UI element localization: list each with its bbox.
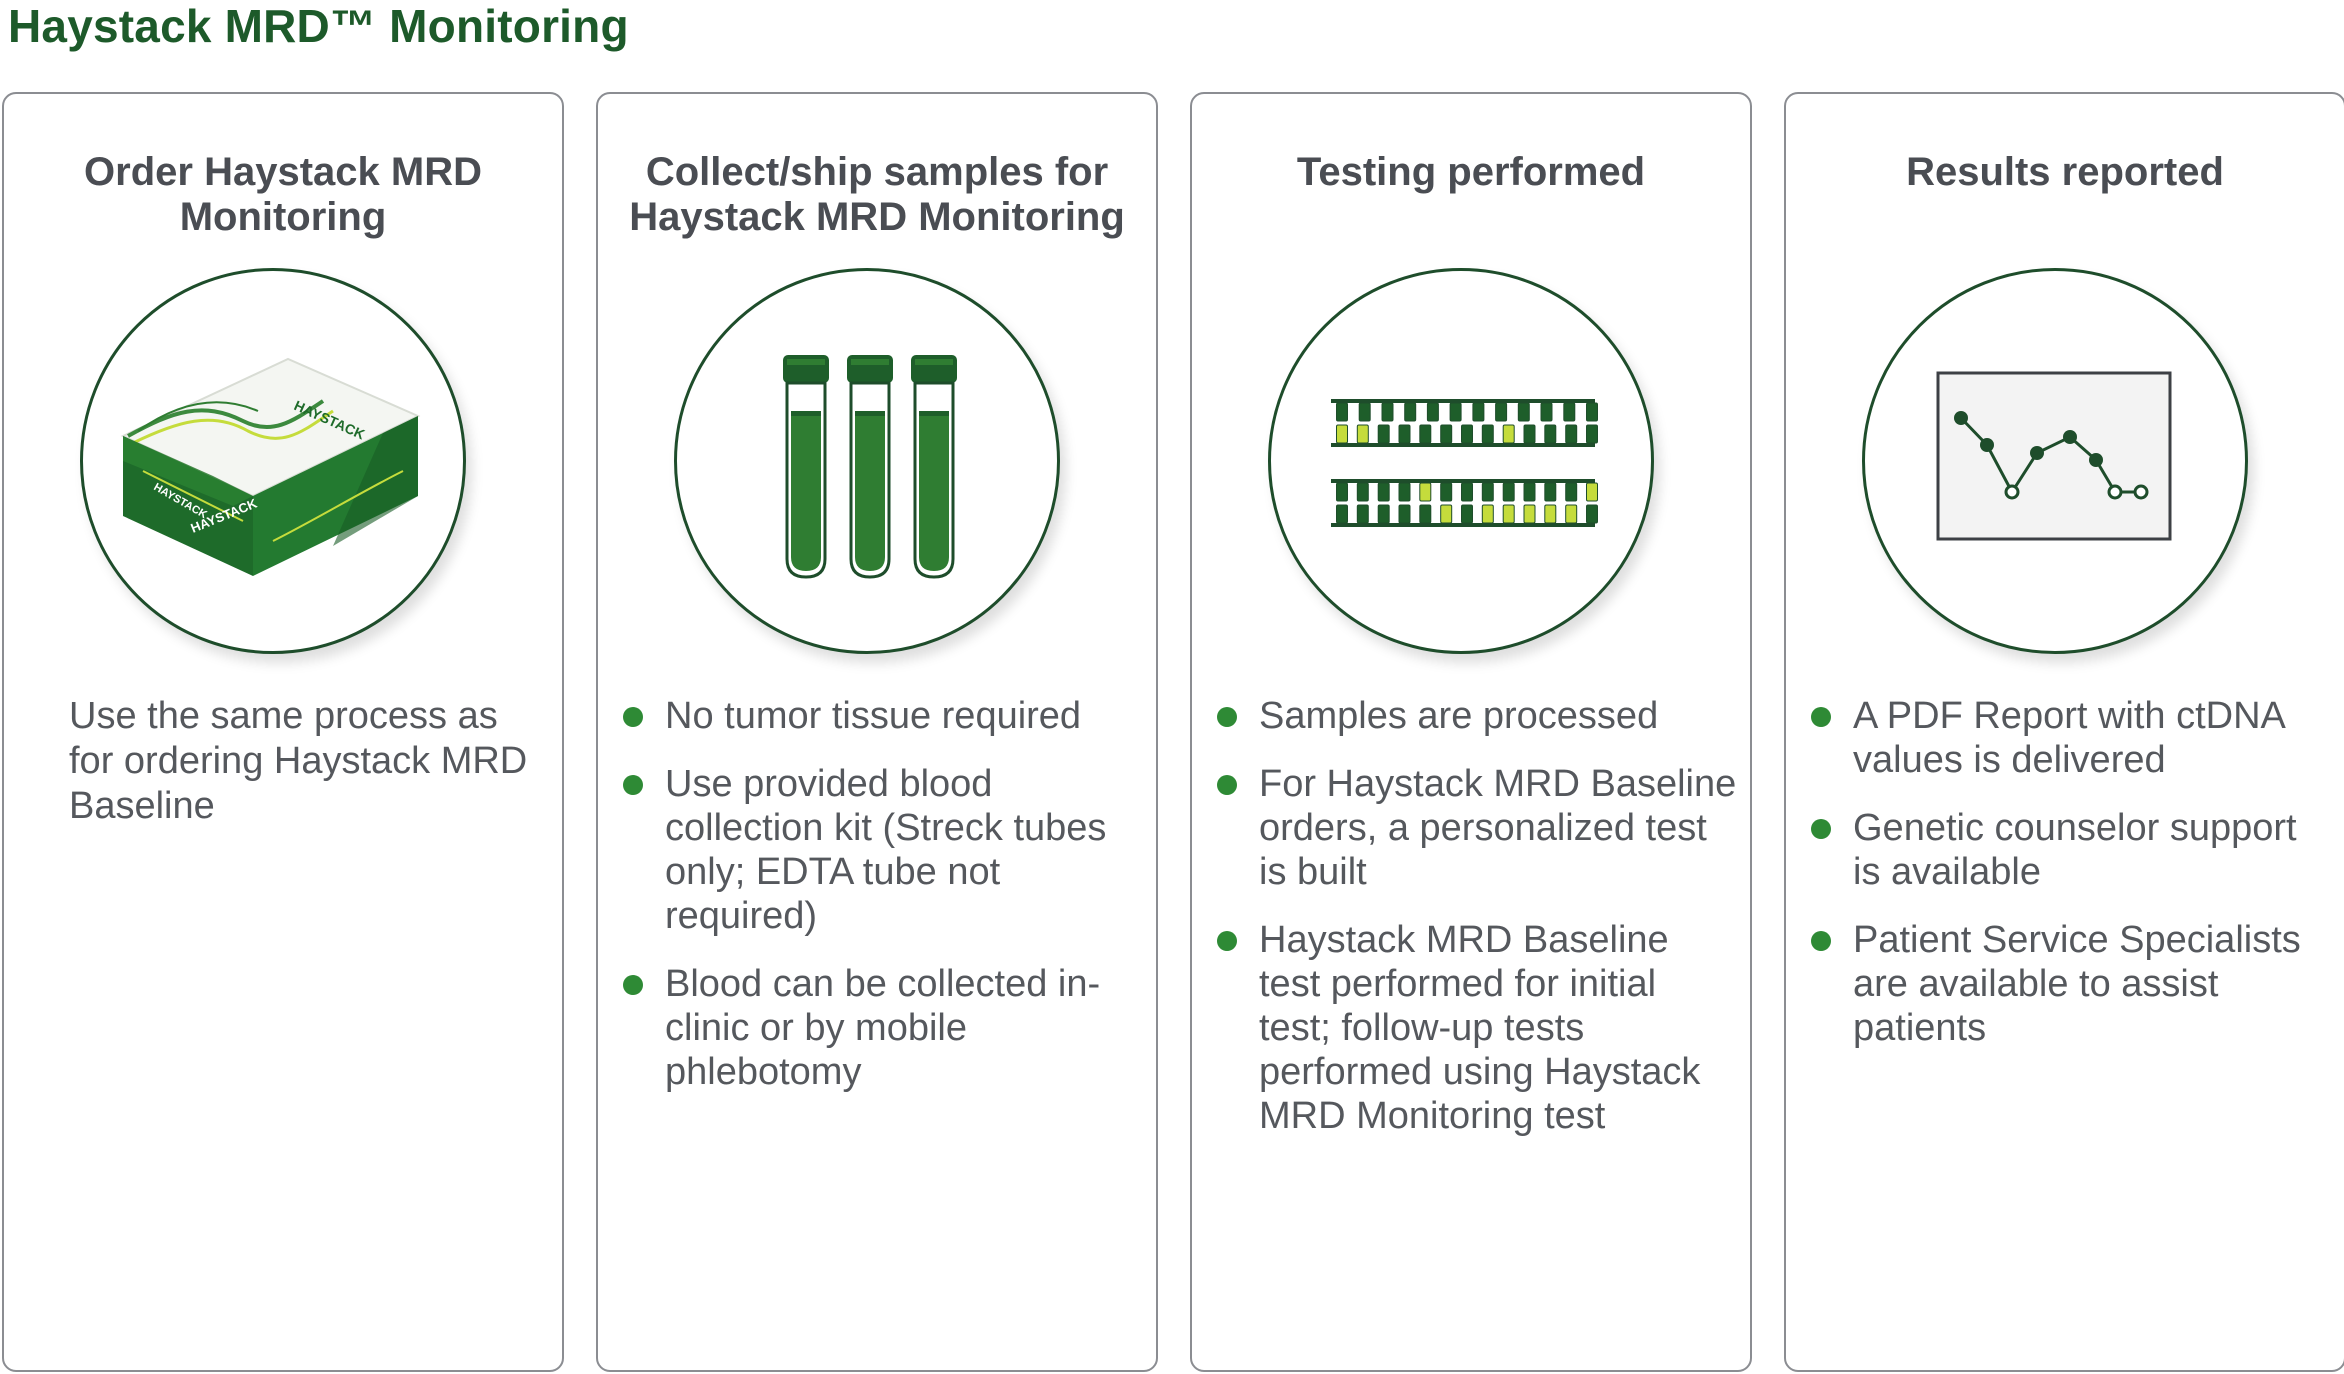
blood-tubes-icon: [783, 355, 957, 579]
base-pair-bar: [1356, 482, 1369, 502]
bullet-icon: [623, 975, 643, 995]
list-item: Genetic counselor support is available: [1811, 806, 2331, 894]
base-pair-bar: [1481, 504, 1494, 524]
base-pair-bar: [1523, 504, 1536, 524]
list-item: No tumor tissue required: [623, 694, 1143, 738]
base-pair-bar: [1472, 402, 1485, 422]
list-item: A PDF Report with ctDNA values is delive…: [1811, 694, 2331, 782]
bullet-icon: [623, 707, 643, 727]
base-pair-bar: [1502, 504, 1515, 524]
bullet-icon: [1217, 707, 1237, 727]
base-pair-bar: [1523, 424, 1536, 444]
base-pair-bar: [1586, 504, 1598, 524]
base-pair-bar: [1481, 482, 1494, 502]
base-pair-bar: [1336, 402, 1348, 422]
test-kit-box-icon: HAYSTACK HAYSTACK HAYSTACK: [120, 357, 421, 576]
base-pair-bar: [1440, 482, 1453, 502]
base-pair-bar: [1540, 402, 1553, 422]
base-pair-bar: [1502, 424, 1515, 444]
line-chart-report-icon: [1936, 371, 2172, 541]
step-card-order: Order Haystack MRD Monitoring: [2, 92, 564, 1372]
base-pair-bar: [1419, 424, 1432, 444]
base-pair-bar: [1336, 424, 1348, 444]
bullet-icon: [1217, 931, 1237, 951]
base-pair-bar: [1419, 482, 1432, 502]
dna-sequence-icon: [1331, 399, 1598, 527]
base-pair-bar: [1565, 504, 1578, 524]
step-card-results: Results reported A PDF Report with ctDNA…: [1784, 92, 2344, 1372]
base-pair-bar: [1440, 424, 1453, 444]
step-title: Collect/ship samples for Haystack MRD Mo…: [629, 150, 1125, 239]
base-pair-bar: [1563, 402, 1576, 422]
base-pair-bar: [1461, 424, 1473, 444]
base-pair-bar: [1356, 424, 1369, 444]
base-pair-bar: [1586, 424, 1598, 444]
base-pair-bar: [1404, 402, 1417, 422]
bullet-icon: [1811, 707, 1831, 727]
base-pair-bar: [1336, 482, 1348, 502]
base-pair-bar: [1440, 504, 1453, 524]
list-item: For Haystack MRD Baseline orders, a pers…: [1217, 762, 1737, 894]
base-pair-bar: [1502, 482, 1515, 502]
base-pair-bar: [1398, 504, 1411, 524]
bullet-icon: [1811, 931, 1831, 951]
base-pair-bar: [1461, 504, 1473, 524]
base-pair-bar: [1377, 504, 1390, 524]
list-item: Patient Service Specialists are availabl…: [1811, 918, 2331, 1050]
bullet-icon: [623, 775, 643, 795]
step-icon-circle: [1268, 268, 1654, 654]
list-item: Haystack MRD Baseline test performed for…: [1217, 918, 1737, 1138]
base-pair-bar: [1356, 504, 1369, 524]
step-icon-circle: HAYSTACK HAYSTACK HAYSTACK: [80, 268, 466, 654]
base-pair-bar: [1495, 402, 1508, 422]
bullet-icon: [1217, 775, 1237, 795]
base-pair-bar: [1544, 504, 1557, 524]
step-title: Order Haystack MRD Monitoring: [84, 150, 482, 239]
step-bullet-list: Samples are processed For Haystack MRD B…: [1217, 694, 1737, 1162]
base-pair-bar: [1544, 424, 1557, 444]
base-pair-bar: [1377, 482, 1390, 502]
list-item: Blood can be collected in-clinic or by m…: [623, 962, 1143, 1094]
base-pair-bar: [1586, 482, 1598, 502]
base-pair-bar: [1481, 424, 1494, 444]
base-pair-bar: [1586, 402, 1598, 422]
base-pair-bar: [1426, 402, 1439, 422]
base-pair-bar: [1517, 402, 1530, 422]
base-pair-bar: [1358, 402, 1371, 422]
list-item: Use provided blood collection kit (Strec…: [623, 762, 1143, 938]
base-pair-bar: [1336, 504, 1348, 524]
step-card-collect: Collect/ship samples for Haystack MRD Mo…: [596, 92, 1158, 1372]
base-pair-bar: [1398, 424, 1411, 444]
base-pair-bar: [1419, 504, 1432, 524]
base-pair-bar: [1381, 402, 1394, 422]
step-description: Use the same process as for ordering Hay…: [69, 695, 528, 827]
step-bullet-list: No tumor tissue required Use provided bl…: [623, 694, 1143, 1118]
step-bullet-list: A PDF Report with ctDNA values is delive…: [1811, 694, 2331, 1074]
step-title: Results reported: [1906, 150, 2224, 194]
base-pair-bar: [1449, 402, 1462, 422]
step-card-testing: Testing performed Samples are processed …: [1190, 92, 1752, 1372]
step-icon-circle: [674, 268, 1060, 654]
bullet-icon: [1811, 819, 1831, 839]
list-item: Samples are processed: [1217, 694, 1737, 738]
base-pair-bar: [1565, 482, 1578, 502]
base-pair-bar: [1565, 424, 1578, 444]
step-icon-circle: [1862, 268, 2248, 654]
base-pair-bar: [1523, 482, 1536, 502]
base-pair-bar: [1461, 482, 1473, 502]
page-title: Haystack MRD™ Monitoring: [8, 0, 629, 52]
base-pair-bar: [1398, 482, 1411, 502]
base-pair-bar: [1544, 482, 1557, 502]
step-title: Testing performed: [1296, 150, 1646, 194]
base-pair-bar: [1377, 424, 1390, 444]
